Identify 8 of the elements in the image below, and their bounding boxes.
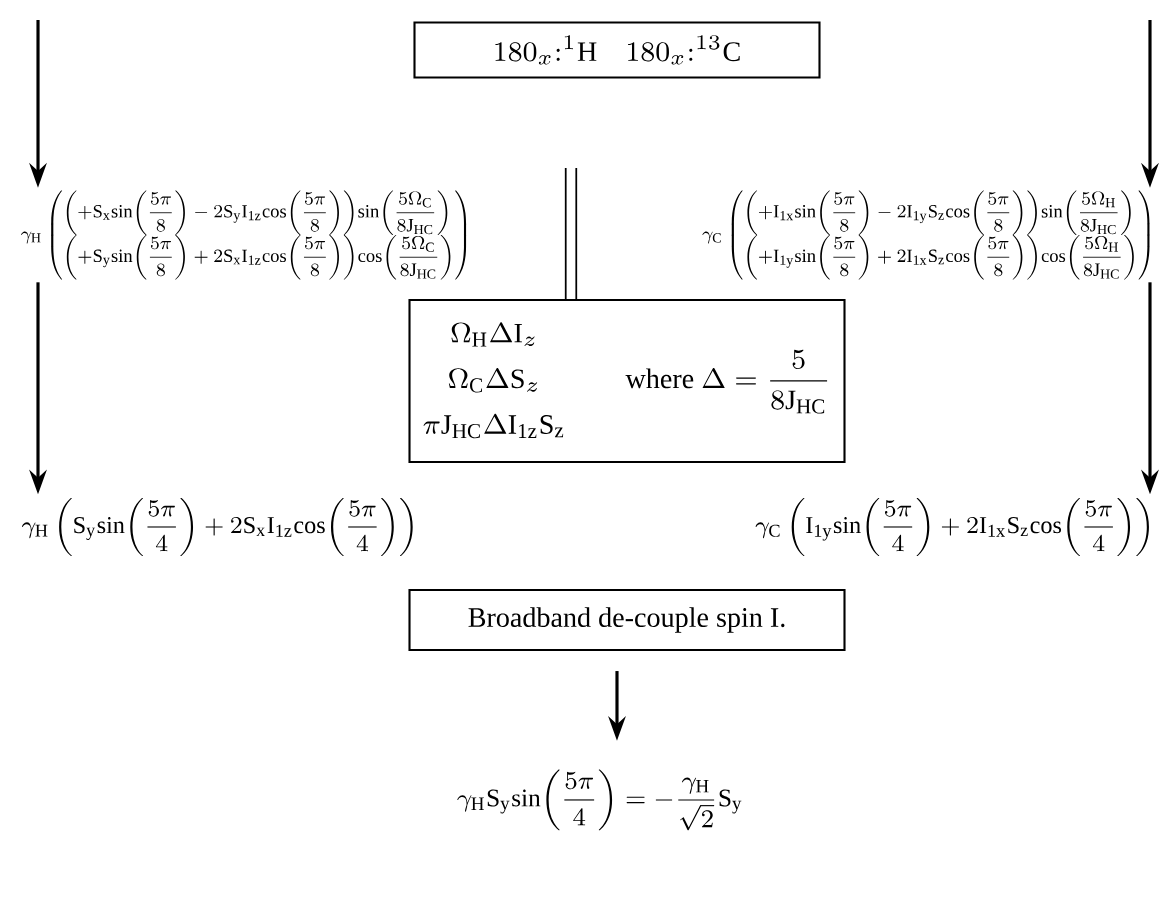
- expression: $\gamma_{\mathrm{C}}\left(\begin{array}{@{}l@{}}\left(+\mathrm{I_{1x}}\mathrm{sin}\!\left(\dfrac{5\pi}{8}\right)-2\mathrm{I_{1y}S_{z}}\mathrm{cos}\!\left(\dfrac{5\pi}{8}\right)\right)\!\mathrm{sin}\!\left(\dfrac{5\Omega_{\mathrm{H}}}{8\mathrm{J_{HC}}}\right)\\[2pt]\left(+\mathrm{I_{1y}}\mathrm{sin}\!\left(\dfrac{5\pi}{8}\right)+2\mathrm{I_{1x}S_{z}}\mathrm{cos}\!\left(\dfrac{5\pi}{8}\right)\right)\!\mathrm{cos}\!\left(\dfrac{5\Omega_{\mathrm{H}}}{8\mathrm{J_{HC}}}\right)\end{array}\right)$: [702, 190, 1150, 280]
- decouple-box: Broadband de-couple spin I.: [408, 588, 846, 652]
- expression: $\gamma_{\mathrm{H}}\mathrm{S_{y}}\mathrm{sin}\!\left(\dfrac{5\pi}{4}\right)=-\dfrac{\gamma_{\mathrm{H}}}{\sqrt{2}}\mathrm{S_{y}}$: [457, 769, 742, 831]
- expression: $\gamma_{\mathrm{H}}\left(\mathrm{S_{y}}\mathrm{sin}\!\left(\dfrac{5\pi}{4}\right)+2\mathrm{S_{x}I_{1z}}\mathrm{cos}\!\left(\dfrac{5\pi}{4}\right)\right)$: [22, 497, 413, 556]
- expression: $\gamma_{\mathrm{C}}\left(\mathrm{I_{1y}}\mathrm{sin}\!\left(\dfrac{5\pi}{4}\right)+2\mathrm{I_{1x}S_{z}}\mathrm{cos}\!\left(\dfrac{5\pi}{4}\right)\right)$: [755, 497, 1149, 556]
- expression: $\gamma_{\mathrm{H}}\left(\begin{array}{@{}l@{}}\left(+\mathrm{S_{x}}\mathrm{sin}\!\left(\dfrac{5\pi}{8}\right)-2\mathrm{S_{y}I_{1z}}\mathrm{cos}\!\left(\dfrac{5\pi}{8}\right)\right)\!\mathrm{sin}\!\left(\dfrac{5\Omega_{\mathrm{C}}}{8\mathrm{J_{HC}}}\right)\\[2pt]\left(+\mathrm{S_{y}}\mathrm{sin}\!\left(\dfrac{5\pi}{8}\right)+2\mathrm{S_{x}I_{1z}}\mathrm{cos}\!\left(\dfrac{5\pi}{8}\right)\right)\!\mathrm{cos}\!\left(\dfrac{5\Omega_{\mathrm{C}}}{8\mathrm{J_{HC}}}\right)\end{array}\right)$: [21, 190, 467, 280]
- pulse-box: $180_{x}{:}^{1}\mathrm{H}\quad 180_{x}{:}^{13}\mathrm{C}$: [413, 21, 821, 79]
- delay-box: $\Omega_{\mathrm{H}}\Delta\mathrm{I}_{z}$ $\Omega_{\mathrm{C}}\Delta\mathrm{S}_{z}$ $\pi\mathrm{J_{HC}}\Delta\mathrm{I_{1z}S_{z}}$ $\text{where }\Delta=\dfrac{5}{8\mathrm{J_{HC}}}$: [408, 298, 846, 464]
